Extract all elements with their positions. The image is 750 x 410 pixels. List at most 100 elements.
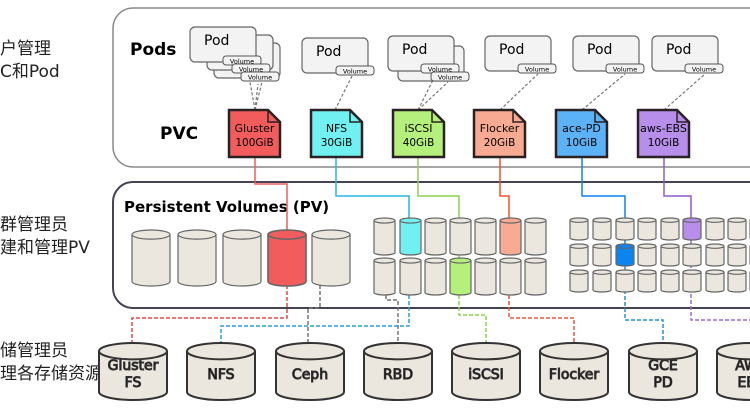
storage-link bbox=[690, 240, 750, 321]
pvc-title: PVC bbox=[160, 124, 198, 144]
storage-name: Flocker bbox=[549, 367, 599, 383]
storage-rbd: RBD bbox=[363, 342, 433, 401]
storage-name: NFS bbox=[207, 367, 234, 383]
pvc-size: 100GiB bbox=[235, 137, 273, 149]
pv-volume bbox=[592, 217, 612, 241]
storage-name: GCE bbox=[648, 358, 677, 374]
pvc-name: Flocker bbox=[480, 122, 520, 135]
storage-link bbox=[624, 266, 664, 345]
pv-volume bbox=[569, 269, 589, 293]
claim-link bbox=[663, 73, 706, 111]
pv-volume bbox=[592, 269, 612, 293]
storage-name: iSCSI bbox=[468, 367, 504, 383]
pv-volume bbox=[449, 217, 472, 256]
pv-volume bbox=[705, 217, 725, 241]
pvc-aws-ebs: aws-EBS 10GiB bbox=[636, 108, 691, 159]
volume-icon: Volume bbox=[684, 63, 724, 74]
pod-label: Pod bbox=[587, 42, 612, 58]
storage-link bbox=[131, 285, 288, 345]
svg-text:Volume: Volume bbox=[239, 66, 263, 74]
pv-volume bbox=[569, 243, 589, 267]
storage-name: Ceph bbox=[292, 367, 328, 383]
pv-volume bbox=[373, 257, 396, 296]
svg-text:Volume: Volume bbox=[248, 74, 272, 82]
volume-icon: Volume bbox=[430, 71, 470, 82]
pv-volume bbox=[637, 269, 657, 293]
pv-volume bbox=[727, 243, 747, 267]
pv-iscsi-bound bbox=[449, 257, 472, 296]
storage-aws: AWSEBS bbox=[716, 342, 750, 401]
svg-text:Volume: Volume bbox=[613, 66, 637, 74]
pv-volume bbox=[177, 229, 217, 287]
binding-line bbox=[254, 157, 288, 230]
cluster-admin-label: 群管理员 建和管理PV bbox=[0, 214, 90, 260]
pv-aws-ebs-bound bbox=[682, 217, 702, 241]
storage-name: Gluster bbox=[108, 358, 159, 374]
pods-title: Pods bbox=[130, 40, 176, 60]
pv-volume bbox=[424, 217, 447, 256]
storage-link bbox=[385, 295, 399, 345]
pvc-size: 10GiB bbox=[648, 137, 680, 149]
binding-line bbox=[335, 157, 410, 218]
pvc-name: Gluster bbox=[235, 122, 275, 135]
pv-volume bbox=[660, 243, 680, 267]
storage-name-line2: EBS bbox=[737, 375, 750, 391]
pv-volume bbox=[222, 229, 262, 287]
pvc-size: 30GiB bbox=[321, 137, 353, 149]
pv-volume bbox=[660, 217, 680, 241]
pv-volume bbox=[705, 269, 725, 293]
cluster-admin-line2: 建和管理PV bbox=[0, 238, 90, 258]
pv-nfs-bound bbox=[399, 217, 422, 256]
user-role-label: 户管理 C和Pod bbox=[0, 38, 60, 84]
pod-label: Pod bbox=[316, 44, 341, 60]
storage-iscsi: iSCSI bbox=[451, 342, 521, 401]
pv-volume bbox=[424, 257, 447, 296]
storage-link bbox=[508, 295, 575, 345]
pv-title: Persistent Volumes (PV) bbox=[124, 198, 329, 216]
pvc-name: aws-EBS bbox=[640, 122, 687, 135]
user-role-line1: 户管理 bbox=[0, 39, 51, 59]
pod-label: Pod bbox=[499, 42, 524, 58]
pvc-nfs: NFS 30GiB bbox=[309, 108, 364, 159]
svg-text:Volume: Volume bbox=[428, 66, 452, 74]
storage-nfs: NFS bbox=[186, 342, 256, 401]
storage-flocker: Flocker bbox=[539, 342, 609, 401]
svg-text:Volume: Volume bbox=[692, 66, 716, 74]
pv-volume bbox=[705, 243, 725, 267]
pv-volume bbox=[399, 257, 422, 296]
storage-admin-label: 储管理员 理各存储资源 bbox=[0, 340, 102, 386]
storage-name-line2: PD bbox=[653, 375, 672, 391]
pv-volume bbox=[592, 243, 612, 267]
claim-link bbox=[254, 83, 259, 111]
storage-name-line2: FS bbox=[125, 375, 142, 391]
pv-flocker-bound bbox=[499, 217, 522, 256]
pv-volume bbox=[131, 229, 171, 287]
svg-text:Volume: Volume bbox=[525, 66, 549, 74]
pvc-name: NFS bbox=[326, 122, 347, 135]
pod-label: Pod bbox=[204, 33, 229, 49]
claim-link bbox=[581, 73, 626, 111]
pv-gluster-bound bbox=[267, 229, 307, 287]
svg-text:Volume: Volume bbox=[230, 58, 254, 66]
pvc-gluster: Gluster 100GiB bbox=[227, 108, 282, 159]
storage-link bbox=[458, 295, 487, 345]
pod-label: Pod bbox=[666, 42, 691, 58]
pv-volume bbox=[660, 269, 680, 293]
storage-link bbox=[220, 295, 410, 345]
pv-volume bbox=[499, 257, 522, 296]
pod-label: Pod bbox=[402, 42, 427, 58]
volume-icon: Volume bbox=[240, 71, 280, 82]
claim-link bbox=[417, 81, 449, 111]
pv-volume bbox=[682, 269, 702, 293]
claim-link bbox=[499, 73, 539, 111]
storage-name: AWS bbox=[735, 358, 750, 374]
binding-line bbox=[499, 157, 510, 218]
user-role-line2: C和Pod bbox=[0, 62, 60, 82]
svg-text:Volume: Volume bbox=[438, 74, 462, 82]
claim-link bbox=[417, 73, 437, 111]
pv-volume bbox=[474, 217, 497, 256]
pv-volume bbox=[727, 269, 747, 293]
